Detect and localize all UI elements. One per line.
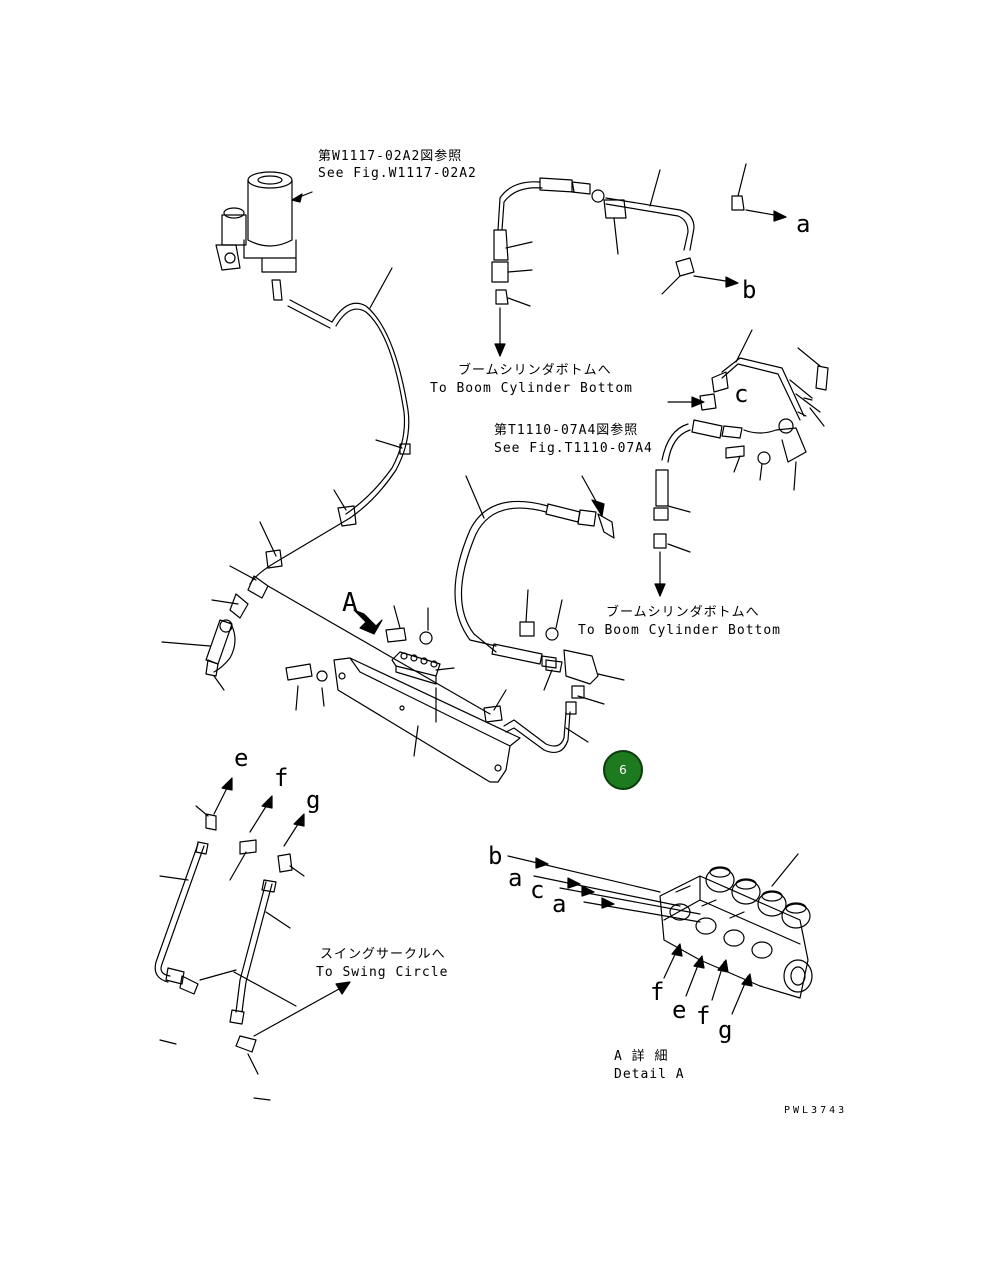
- boom-piping-right: [653, 357, 829, 549]
- valve-bracket: [333, 657, 521, 783]
- leader-lines-right: [659, 329, 825, 597]
- detail-letter-a: a: [552, 890, 567, 918]
- boom-destination-en: To Boom Cylinder Bottom: [430, 381, 634, 396]
- connection-letter-g: g: [306, 786, 321, 814]
- pointer-arrow-head: [291, 193, 303, 203]
- bolt: [385, 627, 407, 643]
- pointer-arrow-head: [591, 499, 605, 517]
- arrow-head: [221, 777, 233, 791]
- arrow-head: [535, 857, 549, 869]
- view-a-arrow: [353, 609, 383, 635]
- arrow-head: [494, 343, 506, 357]
- detail-letter-a: a: [508, 864, 523, 892]
- arrow-head: [691, 396, 705, 408]
- callout-badge-label: 6: [619, 763, 627, 777]
- swing-destination-jp: スイングサークルへ: [320, 947, 446, 962]
- view-label-a: A: [342, 588, 358, 618]
- valve-block-small: [391, 651, 441, 685]
- pilot-line: [267, 585, 491, 715]
- filter-assembly: [215, 171, 297, 301]
- leader-lines-left: [161, 267, 403, 691]
- boom-destination-jp: ブームシリンダボトムへ: [606, 605, 760, 620]
- detail-letter-f: f: [650, 978, 665, 1006]
- detail-a-valve: [659, 866, 813, 999]
- leader-lines-swing: [159, 781, 349, 1101]
- connection-letter-b: b: [742, 276, 757, 304]
- connection-letter-c: c: [734, 380, 749, 408]
- arrow-head: [293, 813, 305, 827]
- hose-filter-to-clamps: [205, 299, 411, 677]
- detail-letter-g: g: [718, 1016, 733, 1044]
- reference-note-jp: 第W1117-02A2図参照: [318, 149, 463, 164]
- arrow-head: [654, 583, 666, 597]
- detail-caption-jp: A 詳 細: [614, 1049, 669, 1064]
- bolt: [285, 663, 313, 681]
- detail-letter-c: c: [530, 876, 545, 904]
- arrow-head: [693, 955, 705, 969]
- arrow-head: [725, 276, 739, 288]
- connection-letter-e: e: [234, 744, 249, 772]
- arrow-head: [261, 795, 273, 809]
- leader-lines-bracket: [295, 605, 455, 757]
- arrow-head: [773, 210, 787, 222]
- arrow-head: [671, 943, 683, 957]
- detail-letter-f: f: [696, 1002, 711, 1030]
- arrow-head: [717, 959, 729, 973]
- washer: [419, 631, 433, 645]
- drawing-code: PWL3743: [784, 1105, 848, 1116]
- reference-note-en: See Fig.W1117-02A2: [318, 166, 477, 181]
- hose-to-valve: [454, 500, 615, 753]
- connection-letter-a: a: [796, 210, 811, 238]
- detail-caption-en: Detail A: [614, 1067, 685, 1082]
- reference-note-jp: 第T1110-07A4図参照: [494, 423, 639, 438]
- arrow-head: [601, 897, 615, 909]
- connection-letter-f: f: [274, 764, 289, 792]
- boom-destination-en: To Boom Cylinder Bottom: [578, 623, 782, 638]
- boom-piping-upper: [491, 177, 745, 305]
- swing-circle-piping: [154, 813, 293, 1053]
- reference-note-en: See Fig.T1110-07A4: [494, 441, 653, 456]
- washer: [316, 670, 328, 682]
- swing-destination-en: To Swing Circle: [316, 965, 449, 980]
- leader-lines-upper: [499, 163, 747, 357]
- callout-badge[interactable]: 6: [603, 750, 643, 790]
- detail-letter-e: e: [672, 996, 687, 1024]
- arrow-head: [581, 885, 595, 897]
- arrow-head: [741, 973, 753, 987]
- detail-letter-b: b: [488, 842, 503, 870]
- arrow-head: [335, 981, 351, 995]
- arrow-head: [567, 877, 581, 889]
- boom-destination-jp: ブームシリンダボトムへ: [458, 363, 612, 378]
